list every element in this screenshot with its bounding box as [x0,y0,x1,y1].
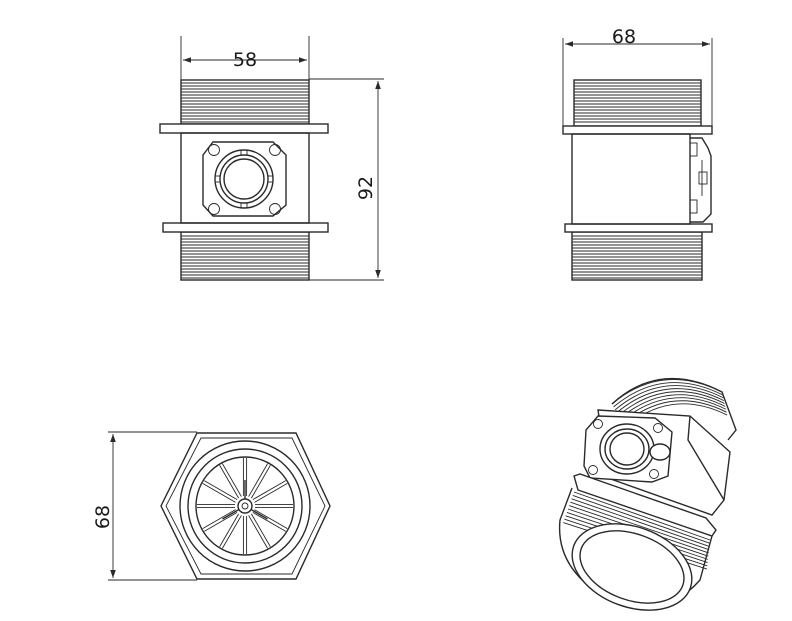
thread-arc [619,394,726,419]
impeller-blade [252,480,286,501]
iso-lower-flange [573,473,717,537]
mount-hole-icon [269,203,281,215]
front-view: 58 92 [159,36,384,281]
thread-arc [614,385,724,411]
hex-width-label: 68 [92,505,114,529]
iso-sensor-mount [583,415,673,483]
side-sensor-boss [690,137,712,223]
pipe-outer-circle [179,440,311,572]
side-view: 68 [562,26,713,281]
mount-hole-icon [208,144,220,156]
impeller-icon [197,458,293,554]
impeller-blade [252,511,286,532]
impeller-blade [250,513,271,547]
impeller-blade [219,513,240,547]
height-label: 92 [355,176,377,200]
impeller-blade [254,482,288,503]
thread-line [573,491,711,541]
side-top-flange [562,125,713,135]
thread-line [570,501,710,551]
mount-hole-icon [593,419,603,429]
impeller-blade [221,463,242,497]
front-thread-top [181,82,309,123]
front-thread-bottom [181,235,309,279]
front-thread-top-outline [180,79,310,125]
mount-hole-icon [208,203,220,215]
impeller-blade [202,509,236,530]
front-width-label: 58 [233,49,257,71]
side-thread-bottom [572,235,702,279]
impeller-blade [204,480,238,501]
end-view: 68 [92,431,331,581]
thread-arc [618,391,725,416]
side-body [571,133,691,225]
impeller-blade [250,465,271,499]
impeller-blade [204,511,238,532]
side-bottom-flange [564,223,713,233]
side-thread-top [574,82,701,123]
impeller-blade [219,465,240,499]
side-width-label: 68 [612,26,636,48]
front-sensor-mount [202,141,287,217]
front-body [180,132,310,224]
isometric-view [558,377,737,611]
impeller-blade [248,463,269,497]
thread-line [571,498,710,547]
impeller-blade [248,515,269,549]
impeller-blade [202,482,236,503]
mount-hole-icon [269,144,281,156]
thread-line [572,494,710,544]
thread-arc [616,388,725,413]
hex-outline [160,432,331,580]
front-top-flange [159,123,329,134]
mount-hole-icon [588,465,598,475]
mount-hole-icon [653,423,663,433]
mount-hole-icon [649,469,659,479]
impeller-blade [221,515,242,549]
thread-arc [613,382,723,408]
front-bottom-flange [162,222,329,233]
impeller-hub [237,498,253,514]
impeller-hub-center [241,502,249,510]
impeller-blade [254,509,288,530]
